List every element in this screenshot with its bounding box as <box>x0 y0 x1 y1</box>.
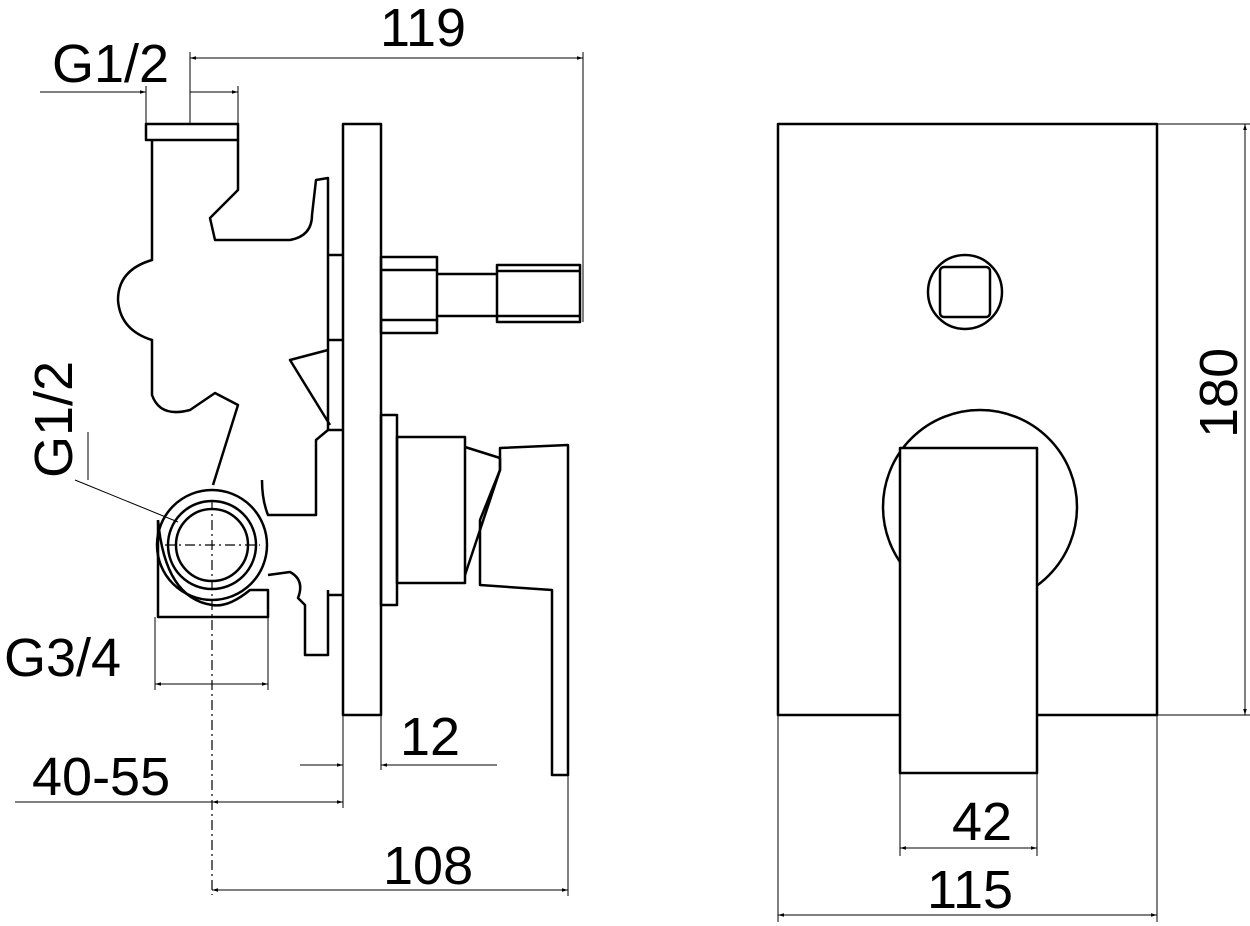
label-12: 12 <box>400 707 460 767</box>
top-inlet-cap <box>144 122 240 142</box>
lever-handle-front <box>898 446 1039 775</box>
label-119: 119 <box>380 0 466 58</box>
diverter-knob-front <box>926 253 1004 331</box>
cover-plate-side <box>341 122 383 717</box>
label-g12-top: G1/2 <box>52 34 169 94</box>
label-g12-side: G1/2 <box>24 361 84 478</box>
front-view <box>776 122 1159 775</box>
label-108: 108 <box>383 836 473 896</box>
lever-escutcheon <box>379 413 399 607</box>
lever-housing <box>395 435 467 585</box>
label-180: 180 <box>1189 348 1249 438</box>
valve-body-outline <box>116 140 332 517</box>
lever-handle-side <box>478 443 570 777</box>
leader-g12 <box>74 479 179 523</box>
diverter-knob-square <box>938 265 992 319</box>
dimension-lines <box>15 52 1250 922</box>
diverter-knob-side <box>495 263 582 324</box>
dimension-labels: G1/2 119 G1/2 G3/4 12 40-55 108 180 42 1… <box>4 0 1249 920</box>
label-g34: G3/4 <box>4 628 121 688</box>
body-lower <box>267 570 330 657</box>
label-115: 115 <box>927 860 1013 920</box>
side-view <box>116 122 582 895</box>
diverter-stem-base <box>379 255 439 335</box>
label-40-55: 40-55 <box>32 747 170 807</box>
label-42: 42 <box>952 792 1012 852</box>
